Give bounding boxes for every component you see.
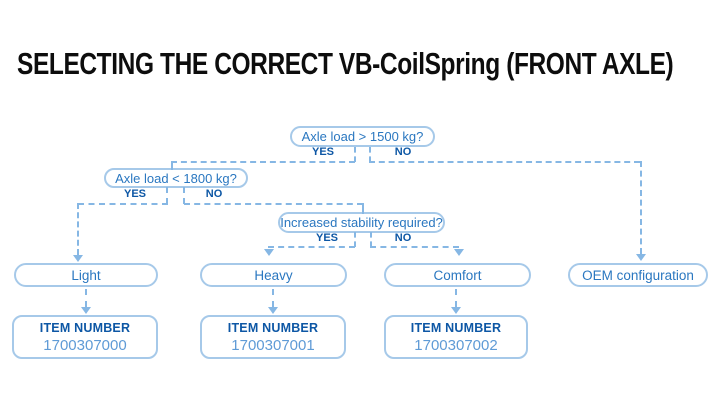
branch-label-no: NO [205, 188, 223, 200]
branch-label-no: NO [394, 146, 412, 158]
connector-line [171, 161, 355, 163]
arrow-down-icon [454, 249, 464, 256]
arrow-down-icon [268, 307, 278, 314]
item-number-node-light: ITEM NUMBER 1700307000 [12, 315, 158, 359]
connector-line [362, 203, 364, 214]
result-node-oem-configuration: OEM configuration [568, 263, 708, 287]
arrow-down-icon [451, 307, 461, 314]
result-label: Heavy [254, 267, 293, 283]
arrow-down-icon [264, 249, 274, 256]
connector-line [369, 161, 640, 163]
arrow-down-icon [636, 254, 646, 261]
question-node-axle-load-1800: Axle load < 1800 kg? [104, 168, 248, 188]
item-number-value: 1700307000 [43, 336, 127, 354]
result-node-comfort: Comfort [384, 263, 531, 287]
branch-label-no: NO [394, 232, 412, 244]
result-label: Comfort [433, 267, 482, 283]
result-label: Light [71, 267, 101, 283]
connector-line [369, 147, 371, 162]
connector-line [183, 187, 185, 204]
item-number-value: 1700307001 [231, 336, 315, 354]
question-node-increased-stability: Increased stability required? [278, 212, 445, 233]
item-number-label: ITEM NUMBER [410, 320, 502, 335]
arrow-down-icon [73, 255, 83, 262]
branch-label-yes: YES [311, 146, 334, 158]
item-number-label: ITEM NUMBER [39, 320, 131, 335]
connector-line [354, 232, 356, 247]
connector-line [268, 246, 355, 248]
question-label: Axle load > 1500 kg? [301, 129, 424, 144]
question-label: Axle load < 1800 kg? [115, 170, 237, 186]
connector-line [370, 232, 372, 247]
item-number-label: ITEM NUMBER [227, 320, 319, 335]
result-node-heavy: Heavy [200, 263, 347, 287]
connector-line [166, 187, 168, 204]
connector-line [272, 289, 274, 307]
connector-line [370, 246, 459, 248]
connector-line [78, 203, 168, 205]
connector-line [354, 147, 356, 162]
arrow-down-icon [81, 307, 91, 314]
connector-line [455, 289, 457, 307]
connector-line [184, 203, 363, 205]
connector-line [85, 289, 87, 307]
item-number-value: 1700307002 [414, 336, 498, 354]
item-number-node-comfort: ITEM NUMBER 1700307002 [384, 315, 528, 359]
branch-label-yes: YES [123, 188, 146, 200]
item-number-node-heavy: ITEM NUMBER 1700307001 [200, 315, 346, 359]
page-title: SELECTING THE CORRECT VB-CoilSpring (FRO… [17, 46, 674, 81]
question-label: Increased stability required? [280, 215, 443, 230]
result-node-light: Light [14, 263, 158, 287]
question-node-axle-load-1500: Axle load > 1500 kg? [290, 126, 435, 147]
connector-line [640, 161, 642, 254]
result-label: OEM configuration [582, 267, 694, 283]
branch-label-yes: YES [315, 232, 338, 244]
connector-line [77, 203, 79, 255]
connector-line [171, 161, 173, 170]
